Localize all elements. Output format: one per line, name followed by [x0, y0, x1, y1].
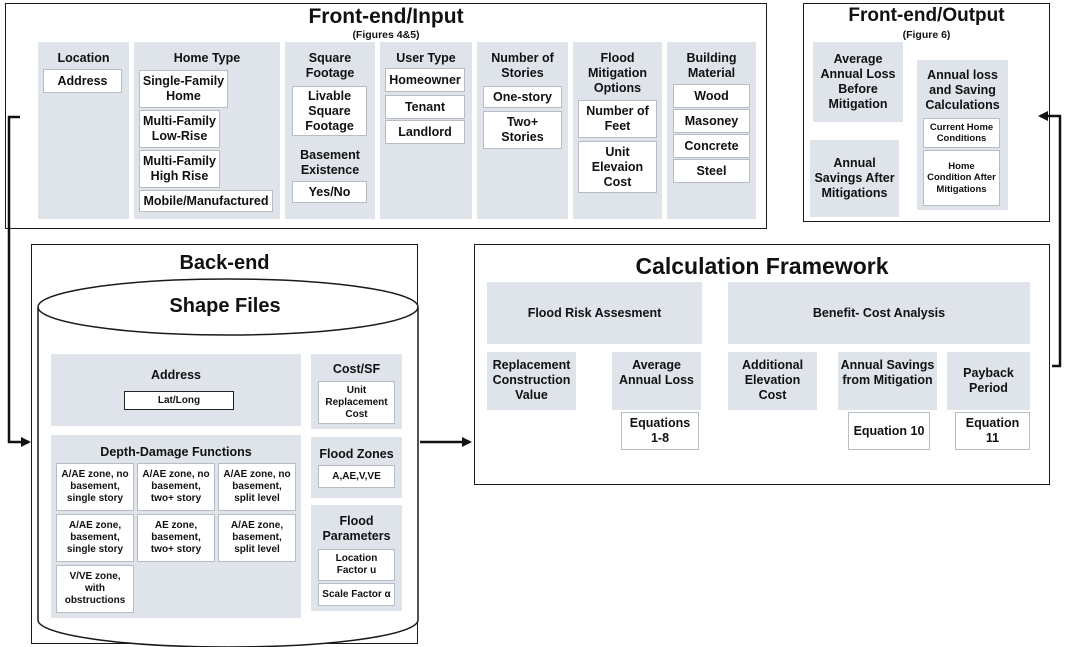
material-masoney: Masoney	[673, 109, 750, 133]
stories-column: Number of Stories One-story Two+ Stories	[477, 42, 568, 219]
home-type-header: Home Type	[173, 51, 241, 65]
mitigation-number-of-feet: Number of Feet	[578, 100, 657, 138]
flood-zones-values: A,AE,V,VE	[318, 465, 395, 488]
user-type-homeowner: Homeowner	[385, 68, 465, 92]
home-type-multi-family-low-rise: Multi-Family Low-Rise	[139, 110, 220, 148]
square-footage-header: Square Footage	[305, 51, 355, 80]
annual-savings-after-mitigations: Annual Savings After Mitigations	[810, 140, 899, 217]
home-type-single-family: Single-Family Home	[139, 70, 228, 108]
scale-factor: Scale Factor α	[318, 583, 395, 606]
equation-10: Equation 10	[848, 412, 930, 450]
dd-aae-no-basement-split: A/AE zone, no basement, split level	[218, 463, 296, 511]
user-type-tenant: Tenant	[385, 95, 465, 119]
calculation-framework-title: Calculation Framework	[635, 253, 889, 279]
front-end-input-subtitle: (Figures 4&5)	[352, 29, 420, 41]
annual-loss-calculations-header: Annual loss and Saving Calculations	[925, 68, 1000, 112]
user-type-header: User Type	[396, 51, 456, 65]
replacement-construction-value: Replacement Construction Value	[487, 352, 576, 410]
payback-period: Payback Period	[947, 352, 1030, 410]
square-footage-column: Square Footage Livable Square Footage Ba…	[285, 42, 375, 219]
mitigation-column: Flood Mitigation Options Number of Feet …	[573, 42, 662, 219]
current-home-conditions: Current Home Conditions	[923, 118, 1000, 148]
additional-elevation-cost: Additional Elevation Cost	[728, 352, 817, 410]
annual-loss-calculations-column: Annual loss and Saving Calculations Curr…	[917, 60, 1008, 210]
material-steel: Steel	[673, 159, 750, 183]
material-header: Building Material	[686, 51, 737, 80]
material-column: Building Material Wood Masoney Concrete …	[667, 42, 756, 219]
dd-aae-no-basement-two-plus: A/AE zone, no basement, two+ story	[137, 463, 215, 511]
dd-vve-with-obstructions: V/VE zone, with obstructions	[56, 565, 134, 613]
basement-yes-no: Yes/No	[292, 181, 367, 203]
stories-header: Number of Stories	[491, 51, 554, 80]
back-end-title: Back-end	[179, 252, 270, 274]
depth-damage-section: Depth-Damage Functions A/AE zone, no bas…	[51, 435, 301, 618]
location-header: Location	[57, 51, 110, 65]
avg-annual-loss-before-mitigation: Average Annual Loss Before Mitigation	[813, 42, 903, 122]
shape-files-title: Shape Files	[169, 295, 281, 317]
home-condition-after-mitigations: Home Condition After Mitigations	[923, 150, 1000, 206]
home-type-column: Home Type Single-Family Home Multi-Famil…	[134, 42, 280, 219]
address-field: Address	[43, 69, 122, 93]
equations-1-8: Equations 1-8	[621, 412, 699, 450]
home-type-multi-family-high-rise: Multi-Family High Rise	[139, 150, 220, 188]
dd-aae-no-basement-single: A/AE zone, no basement, single story	[56, 463, 134, 511]
annual-savings-from-mitigation: Annual Savings from Mitigation	[838, 352, 937, 410]
backend-address-section: Address Lat/Long	[51, 354, 301, 426]
front-end-output-title: Front-end/Output	[848, 5, 1005, 26]
cost-sf-section: Cost/SF Unit Replacement Cost	[311, 354, 402, 429]
unit-replacement-cost: Unit Replacement Cost	[318, 381, 395, 424]
average-annual-loss: Average Annual Loss	[612, 352, 701, 410]
lat-long-field: Lat/Long	[124, 391, 234, 410]
flood-parameters-header: Flood Parameters	[322, 514, 391, 543]
location-factor: Location Factor u	[318, 549, 395, 581]
location-column: Location Address	[38, 42, 129, 219]
dd-aae-basement-split: A/AE zone, basement, split level	[218, 514, 296, 562]
equation-11: Equation 11	[955, 412, 1030, 450]
flood-zones-header: Flood Zones	[319, 447, 394, 461]
home-type-mobile: Mobile/Manufactured	[139, 190, 273, 212]
mitigation-header: Flood Mitigation Options	[587, 51, 647, 95]
front-end-output-panel: Front-end/Output (Figure 6) Average Annu…	[803, 3, 1050, 222]
cost-sf-header: Cost/SF	[332, 362, 381, 376]
front-end-input-panel: Front-end/Input (Figures 4&5) Location A…	[5, 3, 767, 229]
flood-zones-section: Flood Zones A,AE,V,VE	[311, 437, 402, 498]
livable-square-footage: Livable Square Footage	[292, 86, 367, 136]
material-concrete: Concrete	[673, 134, 750, 158]
stories-one: One-story	[483, 86, 562, 108]
material-wood: Wood	[673, 84, 750, 108]
mitigation-unit-elevation-cost: Unit Elevaion Cost	[578, 141, 657, 193]
user-type-landlord: Landlord	[385, 120, 465, 144]
depth-damage-header: Depth-Damage Functions	[100, 445, 252, 459]
dd-ae-basement-two-plus: AE zone, basement, two+ story	[137, 514, 215, 562]
flood-parameters-section: Flood Parameters Location Factor u Scale…	[311, 505, 402, 611]
front-end-output-subtitle: (Figure 6)	[902, 29, 951, 41]
backend-address-header: Address	[150, 368, 202, 382]
basement-existence-header: Basement Existence	[300, 148, 360, 177]
benefit-cost-analysis: Benefit- Cost Analysis	[728, 282, 1030, 344]
front-end-input-title: Front-end/Input	[308, 5, 464, 28]
user-type-column: User Type Homeowner Tenant Landlord	[380, 42, 472, 219]
dd-aae-basement-single: A/AE zone, basement, single story	[56, 514, 134, 562]
flood-risk-assessment: Flood Risk Assesment	[487, 282, 702, 344]
stories-two-plus: Two+ Stories	[483, 111, 562, 149]
